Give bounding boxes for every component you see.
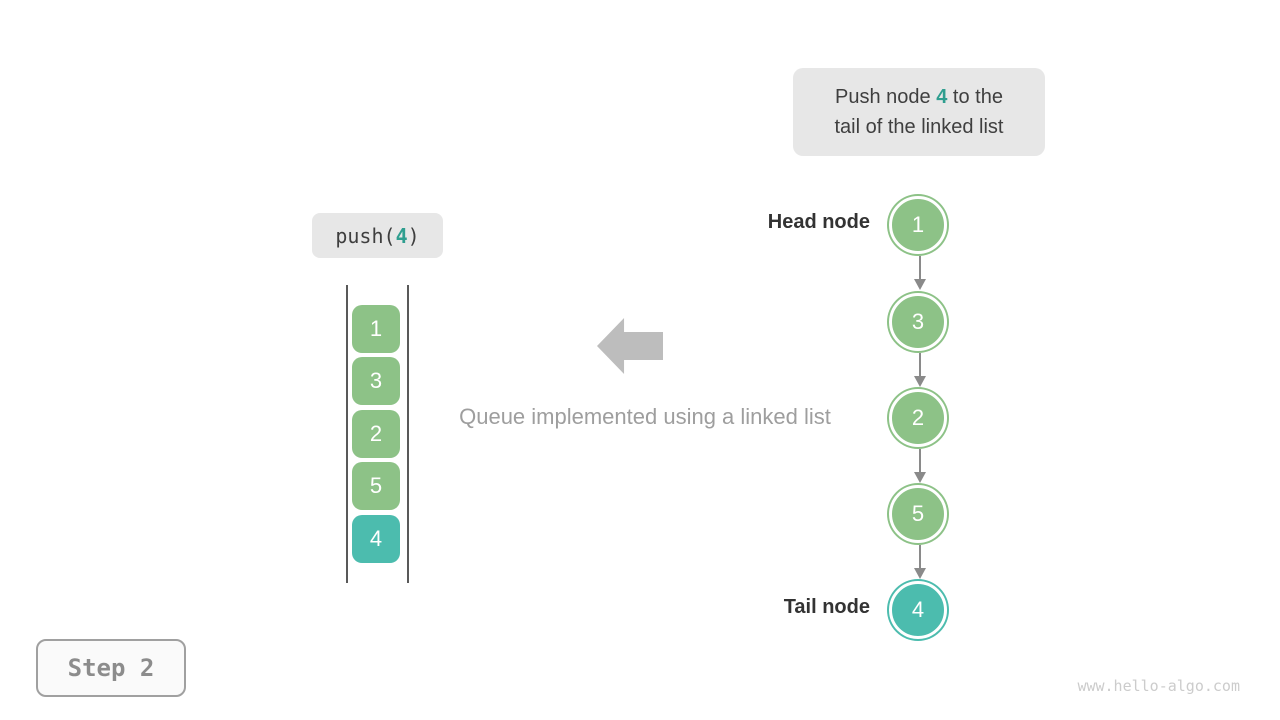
down-arrow-icon [914, 353, 926, 387]
list-node-tail: 4 [889, 581, 947, 639]
left-block-arrow-icon [597, 318, 663, 374]
push-note-line1: Push node 4 to the [835, 86, 1003, 108]
list-node: 2 [889, 389, 947, 447]
down-arrow-icon [914, 256, 926, 290]
tail-node-label: Tail node [783, 596, 870, 618]
down-arrow-icon [914, 545, 926, 579]
operation-label: push(4) [312, 213, 443, 258]
stack-item: 1 [352, 305, 400, 353]
push-note: Push node 4 to the tail of the linked li… [793, 68, 1045, 156]
push-note-line2: tail of the linked list [834, 116, 1004, 138]
watermark: www.hello-algo.com [1077, 677, 1240, 695]
stack-item: 2 [352, 410, 400, 458]
head-node-label: Head node [767, 211, 870, 233]
list-node: 1 [889, 196, 947, 254]
down-arrow-icon [914, 449, 926, 483]
list-node: 5 [889, 485, 947, 543]
step-indicator: Step 2 [36, 639, 186, 697]
operation-prefix: push( [335, 223, 396, 248]
diagram-caption: Queue implemented using a linked list [459, 404, 831, 429]
operation-suffix: ) [407, 223, 420, 248]
stack-item-new: 4 [352, 515, 400, 563]
stack-item: 5 [352, 462, 400, 510]
stack-rail-right [407, 285, 409, 583]
operation-arg: 4 [395, 223, 408, 248]
stack-rail-left [346, 285, 348, 583]
push-note-highlight-value: 4 [936, 86, 948, 108]
stack-item: 3 [352, 357, 400, 405]
list-node: 3 [889, 293, 947, 351]
